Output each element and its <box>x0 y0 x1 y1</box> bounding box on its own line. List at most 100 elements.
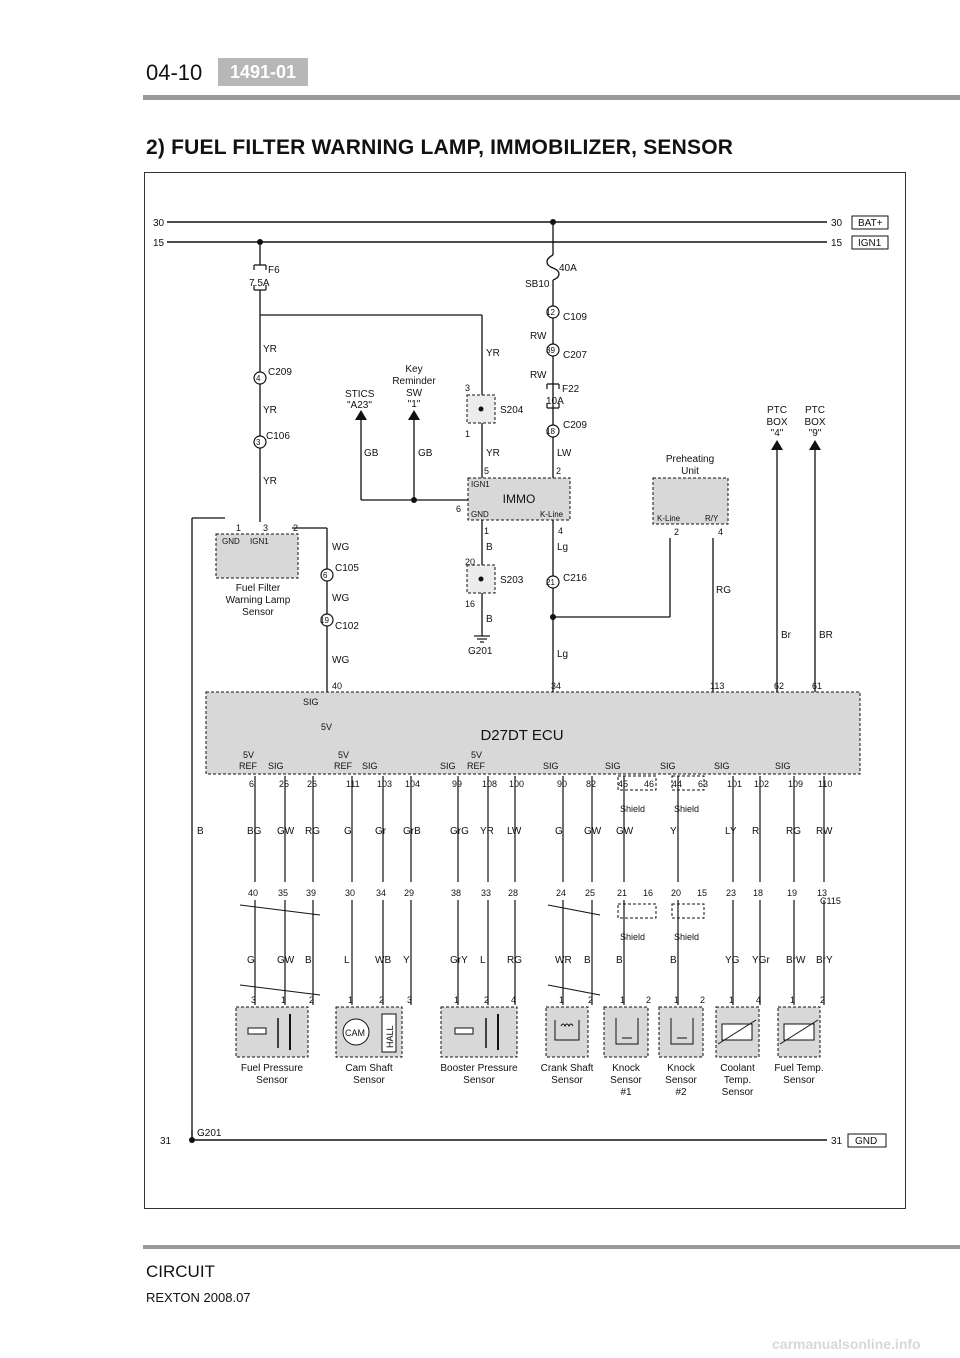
ptc9-pin: "9" <box>809 428 822 439</box>
pressure-sensor-icon <box>247 1027 267 1035</box>
ecu-bottom-pin: 99 <box>452 779 462 789</box>
sensor-wire-color: GW <box>277 955 295 966</box>
fuse-f22-rating: 10A <box>546 396 564 407</box>
sensor-wire-color: BrY <box>816 955 833 966</box>
section-code-badge: 1491-01 <box>218 58 308 86</box>
fuse-f6-symbol <box>253 264 267 291</box>
conn-c115: C115 <box>820 896 841 906</box>
sensor-label-2: Sensor <box>783 1075 815 1086</box>
fuse-f6-rating: 7.5A <box>249 278 270 289</box>
sensor-wire-color: L <box>480 955 486 966</box>
c115-pin: 15 <box>697 888 707 898</box>
ecu-ref-label: REF <box>467 761 486 771</box>
ecu-5v-label: 5V <box>471 750 482 760</box>
sensor-pin: 1 <box>674 995 679 1005</box>
wire-lg-1: Lg <box>557 542 568 553</box>
c115-pin: 19 <box>787 888 797 898</box>
wire-yr-1: YR <box>263 344 277 355</box>
ecu-bottom-pin: 101 <box>727 779 742 789</box>
ecu-bottom-pin: 110 <box>818 779 832 789</box>
fuse-sb10-name: SB10 <box>525 279 550 290</box>
ecu-box <box>205 691 861 775</box>
sensor-label-1: Knock <box>612 1063 641 1074</box>
stics-name: STICS <box>345 389 375 400</box>
key-sw-l1: Key <box>405 364 422 375</box>
ecu-bottom-pin: 102 <box>754 779 769 789</box>
sensor-wire-color: YG <box>725 955 740 966</box>
immo-pin-5: 5 <box>484 466 489 476</box>
splice-s204-label: S204 <box>500 405 524 416</box>
c115-pin: 33 <box>481 888 491 898</box>
hall-icon <box>381 1013 397 1053</box>
sensor-label-2: Sensor <box>256 1075 288 1086</box>
rail-30-right: 30 <box>831 218 843 229</box>
c115-pin: 34 <box>376 888 386 898</box>
conn-c106: C106 <box>266 431 290 442</box>
ecu-bottom-pin: 90 <box>557 779 567 789</box>
fuse-sb10-rating: 40A <box>559 263 577 274</box>
footer-edition: REXTON 2008.07 <box>146 1290 251 1305</box>
ground-g201-label: G201 <box>468 646 493 657</box>
ecu-sig-label: SIG <box>543 761 559 771</box>
fuse-f22-name: F22 <box>562 384 580 395</box>
shield-box <box>617 775 657 791</box>
cam-icon <box>342 1018 370 1046</box>
sensor-label-1: Cam Shaft <box>345 1063 392 1074</box>
ffw-l2: Warning Lamp <box>226 595 291 606</box>
sensor-pin: 3 <box>407 995 412 1005</box>
ecu-5v-label: 5V <box>243 750 254 760</box>
sensor-label-1: Fuel Temp. <box>774 1063 823 1074</box>
c115-pin: 39 <box>306 888 316 898</box>
rail-15-right: 15 <box>831 238 843 249</box>
ecu-ref-label: REF <box>334 761 353 771</box>
knock-sensor-icon <box>615 1018 639 1045</box>
wire-br-1: Br <box>781 630 792 641</box>
wire-b-1: B <box>486 542 493 553</box>
wire-gb-1: GB <box>364 448 379 459</box>
ecu-sig-label: SIG <box>268 761 284 771</box>
c115-pin: 16 <box>643 888 653 898</box>
sensor-pin: 2 <box>700 995 705 1005</box>
ptc4-l1: PTC <box>767 405 787 416</box>
sensor-wire-color: GrY <box>450 955 468 966</box>
crank-sensor-icon <box>554 1020 580 1041</box>
key-sw-pin: "1" <box>408 399 421 410</box>
sensor-pin: 4 <box>756 995 761 1005</box>
shield-label: Shield <box>674 932 699 942</box>
ecu-wire-color: RG <box>786 826 801 837</box>
ecu-bottom-pin: 100 <box>509 779 524 789</box>
shield-label: Shield <box>620 804 645 814</box>
ffw-pin-1: 1 <box>236 523 241 533</box>
ecu-bottom-pin: 103 <box>377 779 392 789</box>
c115-pin: 29 <box>404 888 414 898</box>
coolant-thermistor-icon <box>717 1019 757 1045</box>
immo-ign1: IGN1 <box>471 480 490 489</box>
diagram-frame <box>144 172 906 1209</box>
ecu-wire-color: G <box>555 826 563 837</box>
ecu-bottom-pin: 104 <box>405 779 420 789</box>
sensor-pin: 1 <box>559 995 564 1005</box>
splice-s204-box <box>466 394 496 424</box>
ecu-wire-color: R <box>752 826 759 837</box>
c115-pin: 40 <box>248 888 258 898</box>
sensor-wire-color: B <box>670 955 677 966</box>
c115-pin: 23 <box>726 888 736 898</box>
fuse-f22-symbol <box>546 383 560 409</box>
sensor-box <box>658 1006 704 1058</box>
ground-g201-rail: G201 <box>197 1128 222 1139</box>
sensor-pin: 2 <box>379 995 384 1005</box>
ptc4-pin: "4" <box>771 428 784 439</box>
sensor-pin: 1 <box>729 995 734 1005</box>
dots <box>189 219 556 1143</box>
ground-symbol-g201 <box>474 635 490 643</box>
c115-pin: 38 <box>451 888 461 898</box>
shield-label: Shield <box>674 804 699 814</box>
ecu-sig-label: SIG <box>362 761 378 771</box>
ecu-bottom-pin: 6 <box>249 779 254 789</box>
ecu-bottom-pin: 45 <box>618 779 628 789</box>
c115-pin: 18 <box>753 888 763 898</box>
sensor-label-2: Sensor <box>463 1075 495 1086</box>
c115-pin: 13 <box>817 888 827 898</box>
